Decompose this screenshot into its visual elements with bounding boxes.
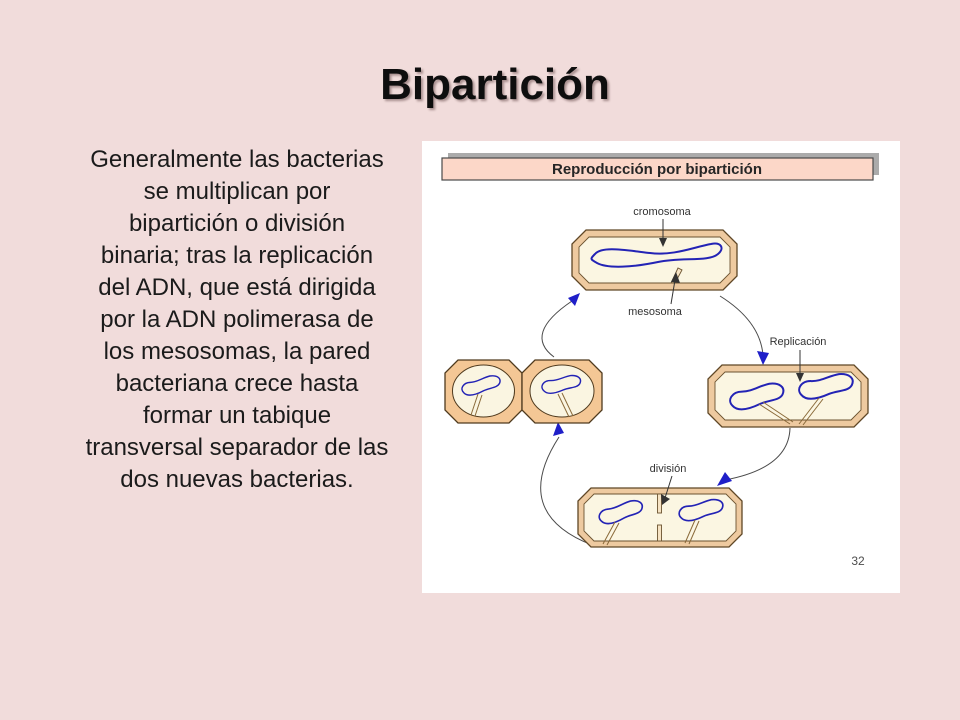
- chromosome: [678, 498, 724, 522]
- slide-title: Bipartición: [380, 60, 610, 109]
- body-line: dos nuevas bacterias.: [120, 466, 354, 493]
- body-line: formar un tabique: [142, 402, 332, 429]
- septum-bottom: [657, 524, 662, 542]
- mesosoma-arrow-line: [670, 279, 676, 305]
- figure-header-title: Reproducción por bipartición: [552, 161, 762, 178]
- figure-panel: Reproducción por bipartición: [422, 141, 900, 593]
- chromosome: [798, 373, 854, 400]
- body-line: binaria; tras la replicación: [100, 242, 374, 269]
- blue-arrowhead-into-right-cell: [757, 351, 769, 365]
- blue-arrowhead-into-top-cell: [568, 293, 580, 306]
- division-callout: división: [650, 463, 687, 505]
- daughter-cell-pair: [444, 359, 603, 424]
- figure-page-number: 32: [851, 554, 865, 568]
- chromosome: [541, 374, 582, 394]
- cytoplasm: [583, 493, 737, 542]
- division-label: división: [650, 463, 687, 475]
- septum-top: [657, 493, 662, 514]
- cycle-arc-right-to-bottom: [724, 427, 791, 481]
- body-line: por la ADN polimerasa de: [100, 306, 374, 333]
- chromosome: [590, 242, 723, 268]
- blue-arrowhead-into-left-pair: [553, 422, 564, 436]
- replicacion-label: Replicación: [770, 336, 827, 348]
- body-line: Generalmente las bacterias: [90, 146, 384, 173]
- replicacion-arrowhead: [796, 373, 804, 382]
- figure-header-bar: Reproducción por bipartición: [441, 153, 879, 181]
- mesosome-stalks: [602, 519, 700, 546]
- cycle-arc-top-to-right: [719, 295, 764, 356]
- chromosome: [729, 382, 785, 411]
- blue-arrowhead-into-bottom-cell: [717, 472, 732, 486]
- body-line: se multiplican por: [143, 178, 331, 205]
- cycle-arc-left-to-top: [541, 300, 573, 358]
- replicacion-callout: Replicación: [770, 336, 827, 382]
- body-line: bacteriana crece hasta: [115, 370, 359, 397]
- cytoplasm: [714, 371, 862, 421]
- cromosoma-label: cromosoma: [633, 206, 691, 218]
- bipartition-diagram: Reproducción por bipartición: [441, 153, 879, 568]
- division-arrowhead: [661, 494, 670, 505]
- chromosome: [461, 375, 501, 396]
- mesosoma-callout: mesosoma: [628, 272, 683, 318]
- division-arrow-line: [664, 475, 673, 499]
- chromosome: [598, 499, 644, 525]
- cromosoma-callout: cromosoma: [633, 206, 692, 247]
- cromosoma-arrowhead: [659, 238, 667, 247]
- body-line: los mesosomas, la pared: [103, 338, 371, 365]
- top-bacterium: [571, 229, 738, 291]
- mesosoma-label: mesosoma: [628, 306, 683, 318]
- body-line: del ADN, que está dirigida: [98, 274, 376, 301]
- body-line: bipartición o división: [128, 210, 346, 237]
- cycle-arc-bottom-to-left: [540, 436, 593, 546]
- cycle-arrows: [540, 293, 791, 546]
- body-line: transversal separador de las: [85, 434, 389, 461]
- body-text-block: Generalmente las bacterias se multiplica…: [62, 144, 412, 496]
- right-bacterium: [707, 364, 869, 428]
- bottom-bacterium: [577, 487, 743, 548]
- mesosoma-arrowhead: [671, 272, 680, 283]
- mesosome-stalks: [470, 392, 574, 418]
- header-rect: [441, 157, 874, 181]
- mesosome-stalks: [758, 397, 824, 426]
